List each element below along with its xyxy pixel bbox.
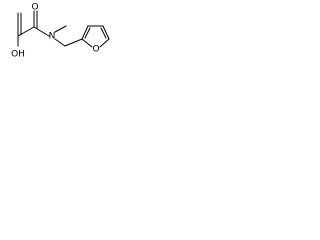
furan-bond-o-c2 [81,38,93,48]
bond-layer [17,10,110,48]
atom-label-hydroxyl: OH [11,50,25,60]
atom-label-carbonyl-oxygen: O [31,3,38,13]
furan-bond-c2-c3-inner [84,27,91,39]
furan-bond-c5-o [99,38,110,48]
furan-bond-c4-c5-inner [100,27,107,39]
furan-bond-c4-c5 [102,25,110,40]
atom-label-layer: O OH N O [11,3,99,60]
bond-c1-c2 [17,26,35,37]
furan-bond-c2-c3 [81,25,89,40]
bond-n-ch2 [54,38,66,47]
molecule-structure-diagram: O OH N O [11,3,110,60]
bond-n-methyl [54,25,67,33]
atom-label-furan-oxygen: O [92,45,99,55]
bond-c2-n [33,26,50,37]
bond-ch2-furan [64,38,83,47]
atom-label-nitrogen: N [49,32,56,42]
